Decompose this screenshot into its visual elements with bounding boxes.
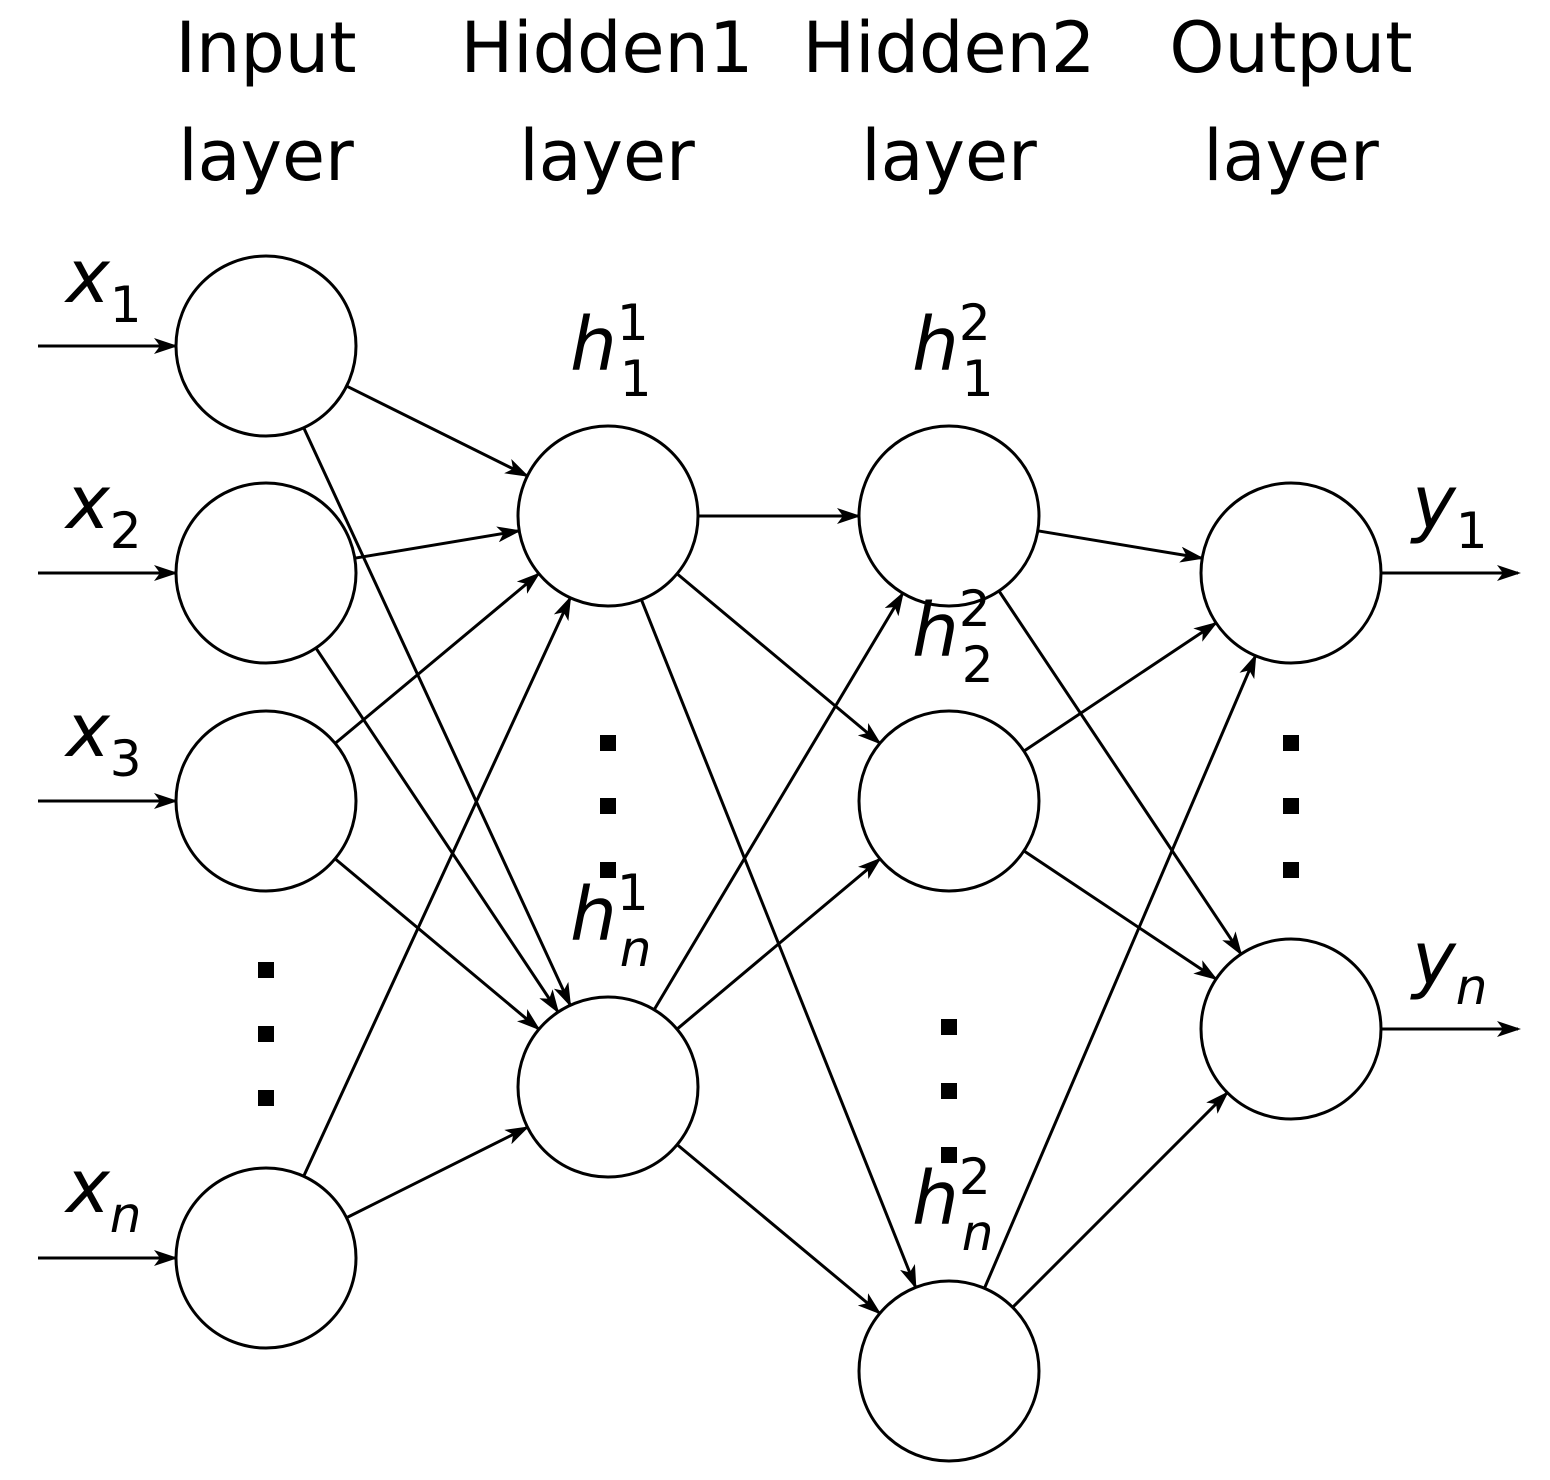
hidden2-label-3-sub: n <box>962 1204 994 1262</box>
input-layer-word: layer <box>178 115 354 197</box>
output-ellipsis-dot-2 <box>1283 798 1299 814</box>
input-label-1: x1 <box>64 234 142 334</box>
output-node-2 <box>1199 937 1383 1121</box>
input-label-4-base: x <box>64 1144 111 1230</box>
nodes-group <box>174 254 1383 1463</box>
hidden1-ellipsis-dot-1 <box>600 735 616 751</box>
input-label-2-base: x <box>64 460 111 546</box>
hidden1-label-1-sub: 1 <box>620 350 652 408</box>
hidden1-label-2-base: h <box>570 872 617 958</box>
input-label-3-sub: 3 <box>110 730 142 788</box>
hidden2-label-1-sub: 1 <box>962 350 994 408</box>
hidden2-label-1-base: h <box>912 302 959 388</box>
edge-h2-1-out1 <box>1037 529 1205 563</box>
input-ellipsis-dot-3 <box>258 1090 274 1106</box>
input-node-1 <box>174 254 358 438</box>
hidden1-ellipsis-dot-2 <box>600 798 616 814</box>
hidden1-label-1-sup: 1 <box>617 294 649 352</box>
ellipsis-group <box>258 735 1299 1163</box>
edges-group <box>38 338 1521 1315</box>
input-label-3: x3 <box>64 688 142 788</box>
output-label-2: yn <box>1410 916 1488 1016</box>
hidden2-label-2-base: h <box>912 588 959 674</box>
hidden2-ellipsis-dot-1 <box>941 1019 957 1035</box>
output-label-1-base: y <box>1410 460 1457 546</box>
hidden1-label-2-sub: n <box>620 920 652 978</box>
edge-h2-2-out2 <box>1023 849 1218 981</box>
hidden2-layer-word: layer <box>861 115 1037 197</box>
edge-h2-3-out2 <box>1011 1091 1229 1309</box>
hidden1-label-1-base: h <box>570 302 617 388</box>
hidden1-ellipsis-dot-3 <box>600 862 616 878</box>
hidden2-label-3-base: h <box>912 1156 959 1242</box>
edge-h2-2-out1 <box>1023 621 1218 753</box>
hidden2-label-2-sup: 2 <box>959 580 991 638</box>
hidden2-label-3-sup: 2 <box>959 1148 991 1206</box>
hidden1-label-2-sup: 1 <box>617 864 649 922</box>
hidden2-node-1 <box>857 424 1041 608</box>
edge-h1-1-h2-2 <box>676 572 882 745</box>
output-layer-title: Output layer <box>1121 0 1461 210</box>
input-label-3-base: x <box>64 688 111 774</box>
input-ellipsis-dot-2 <box>258 1026 274 1042</box>
hidden1-layer-name: Hidden1 <box>460 7 754 89</box>
input-layer-name: Input <box>175 7 357 89</box>
edge-h1-2-h2-3 <box>676 1143 882 1315</box>
output-layer-word: layer <box>1203 115 1379 197</box>
output-label-1-sub: 1 <box>1456 502 1488 560</box>
input-layer-title: Input layer <box>96 0 436 210</box>
edge-in3-h1-2 <box>334 857 541 1031</box>
hidden1-node-2 <box>516 995 700 1179</box>
edge-in1-h1-2 <box>302 427 572 1008</box>
edge-h1-2-h2-1 <box>652 591 904 1011</box>
hidden2-layer-name: Hidden2 <box>802 7 1096 89</box>
hidden2-ellipsis-dot-3 <box>941 1147 957 1163</box>
edge-in2-h1-2 <box>314 647 560 1014</box>
input-node-4 <box>174 1166 358 1350</box>
edge-h1-2-h2-2 <box>675 857 882 1031</box>
output-layer-name: Output <box>1169 7 1413 89</box>
input-label-2: x2 <box>64 460 142 560</box>
input-label-2-sub: 2 <box>110 502 142 560</box>
hidden2-layer-title: Hidden2 layer <box>779 0 1119 210</box>
input-label-4-sub: n <box>110 1186 142 1244</box>
output-label-2-sub: n <box>1456 958 1488 1016</box>
edge-in1-h1-1 <box>345 384 530 477</box>
edge-h2-3-out1 <box>983 653 1257 1289</box>
edge-in2-h1-1 <box>354 526 522 560</box>
hidden2-node-3 <box>857 1279 1041 1463</box>
hidden2-label-1-sup: 2 <box>959 294 991 352</box>
input-label-1-sub: 1 <box>110 276 142 334</box>
output-node-1 <box>1199 481 1383 665</box>
hidden2-node-2 <box>857 709 1041 893</box>
input-node-2 <box>174 481 358 665</box>
hidden1-node-1 <box>516 424 700 608</box>
input-label-1-base: x <box>64 234 111 320</box>
input-ellipsis-dot-1 <box>258 962 274 978</box>
edge-h2-1-out2 <box>997 590 1243 956</box>
output-label-2-base: y <box>1410 916 1457 1002</box>
hidden2-label-2-sub: 2 <box>962 636 994 694</box>
hidden1-layer-title: Hidden1 layer <box>437 0 777 210</box>
output-ellipsis-dot-1 <box>1283 735 1299 751</box>
input-label-4: xn <box>64 1144 142 1244</box>
edge-in3-h1-1 <box>334 572 541 745</box>
hidden2-ellipsis-dot-2 <box>941 1083 957 1099</box>
output-ellipsis-dot-3 <box>1283 862 1299 878</box>
input-node-3 <box>174 709 358 893</box>
output-label-1: y1 <box>1410 460 1488 560</box>
hidden1-layer-word: layer <box>519 115 695 197</box>
edge-in4-h1-1 <box>302 595 572 1177</box>
edge-in4-h1-2 <box>345 1126 530 1220</box>
